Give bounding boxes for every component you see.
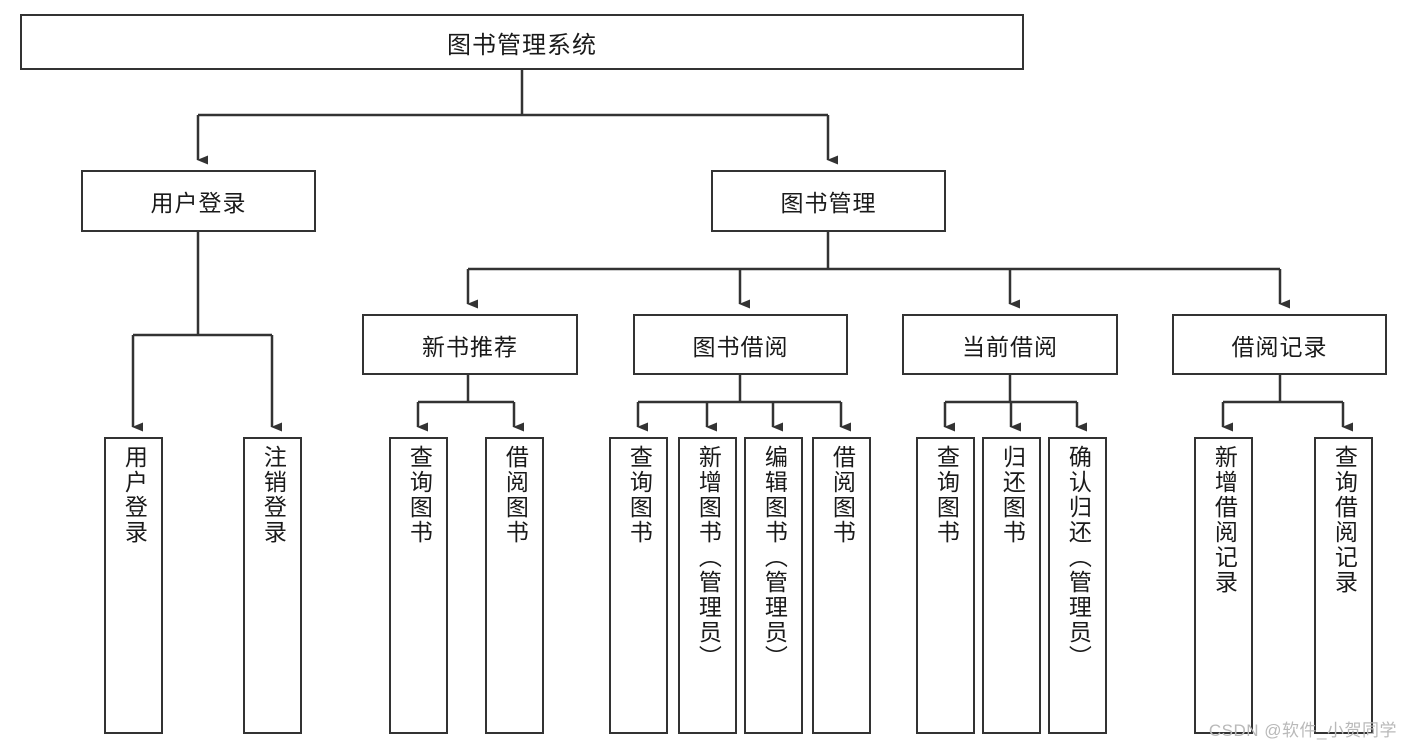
node-root-system[interactable]: 图书管理系统: [20, 14, 1024, 70]
node-book-management[interactable]: 图书管理: [711, 170, 946, 232]
leaf-user-login-signout[interactable]: 注销登录: [243, 437, 302, 734]
node-label: 当前借阅: [962, 333, 1058, 360]
leaf-current-query-book[interactable]: 查询图书: [916, 437, 975, 734]
leaf-current-return-book[interactable]: 归还图书: [982, 437, 1041, 734]
node-label: 查询图书: [406, 445, 433, 545]
node-new-book-recommend[interactable]: 新书推荐: [362, 314, 578, 375]
leaf-current-confirm-return-admin[interactable]: 确认归还（管理员）: [1048, 437, 1107, 734]
node-label: 归还图书: [999, 445, 1026, 545]
node-label: 借阅记录: [1231, 333, 1328, 360]
node-book-borrow[interactable]: 图书借阅: [633, 314, 848, 375]
node-label: 注销登录: [260, 445, 287, 545]
node-label: 编辑图书（管理员）: [761, 445, 788, 670]
node-label: 新增图书（管理员）: [695, 445, 722, 670]
leaf-borrow-add-book-admin[interactable]: 新增图书（管理员）: [678, 437, 737, 734]
node-current-borrow[interactable]: 当前借阅: [902, 314, 1118, 375]
node-label: 查询借阅记录: [1331, 445, 1358, 595]
leaf-borrow-edit-book-admin[interactable]: 编辑图书（管理员）: [744, 437, 803, 734]
node-label: 借阅图书: [829, 445, 856, 545]
node-user-login[interactable]: 用户登录: [81, 170, 316, 232]
leaf-recommend-query-book[interactable]: 查询图书: [389, 437, 448, 734]
leaf-record-add-record[interactable]: 新增借阅记录: [1194, 437, 1253, 734]
node-label: 借阅图书: [502, 445, 529, 545]
node-label: 查询图书: [933, 445, 960, 545]
node-label: 图书借阅: [692, 333, 789, 360]
node-label: 新增借阅记录: [1211, 445, 1238, 595]
watermark-text: CSDN @软件_小贺同学: [1208, 721, 1397, 740]
node-label: 图书管理系统: [447, 31, 597, 59]
node-label: 确认归还（管理员）: [1065, 445, 1092, 670]
node-label: 用户登录: [121, 445, 148, 545]
node-label: 用户登录: [150, 190, 247, 216]
leaf-record-query-record[interactable]: 查询借阅记录: [1314, 437, 1373, 734]
leaf-borrow-borrow-book[interactable]: 借阅图书: [812, 437, 871, 734]
node-borrow-record[interactable]: 借阅记录: [1172, 314, 1387, 375]
node-label: 查询图书: [626, 445, 653, 545]
leaf-recommend-borrow-book[interactable]: 借阅图书: [485, 437, 544, 734]
node-label: 图书管理: [780, 190, 877, 216]
leaf-borrow-query-book[interactable]: 查询图书: [609, 437, 668, 734]
leaf-user-login-signin[interactable]: 用户登录: [104, 437, 163, 734]
node-label: 新书推荐: [422, 333, 518, 360]
